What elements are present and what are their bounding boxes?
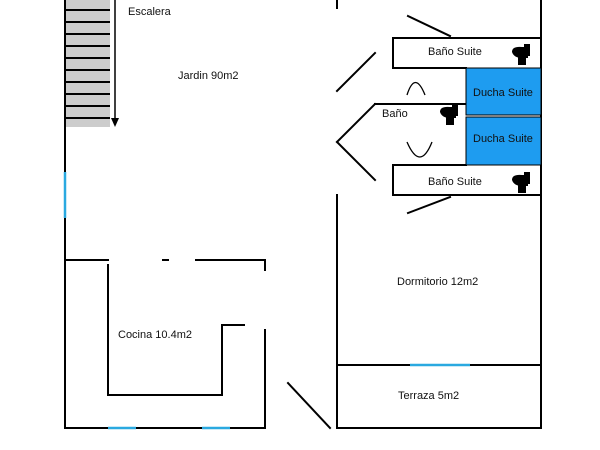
door-diagonal-bottom: [286, 381, 332, 430]
label-shower-1: Ducha Suite: [473, 87, 533, 99]
corridor-diag-2: [335, 140, 377, 182]
door-diag-bottom: [406, 195, 452, 215]
label-suite-bath-top: Baño Suite: [428, 46, 482, 58]
label-shower-2: Ducha Suite: [473, 133, 533, 145]
label-bathroom: Baño: [382, 108, 408, 120]
toilet-icon: [512, 44, 530, 65]
door-diag-top: [406, 14, 452, 38]
label-suite-bath-bottom: Baño Suite: [428, 176, 482, 188]
door-swing-icon: [406, 81, 426, 96]
corridor-diag-1: [335, 51, 377, 93]
label-garden: Jardin 90m2: [178, 70, 239, 82]
label-terrace: Terraza 5m2: [398, 390, 459, 402]
shower-2: [465, 116, 542, 166]
toilet-icon: [512, 172, 530, 193]
arrow-down-icon: [111, 0, 119, 127]
shower-1: [465, 67, 542, 116]
label-kitchen: Cocina 10.4m2: [118, 329, 192, 341]
stairs: [66, 0, 110, 127]
corridor-diag-3: [335, 102, 377, 144]
door-swing-icon: [406, 141, 433, 158]
toilet-icon: [440, 104, 458, 125]
label-stairs: Escalera: [128, 6, 172, 18]
label-bedroom: Dormitorio 12m2: [397, 276, 478, 288]
